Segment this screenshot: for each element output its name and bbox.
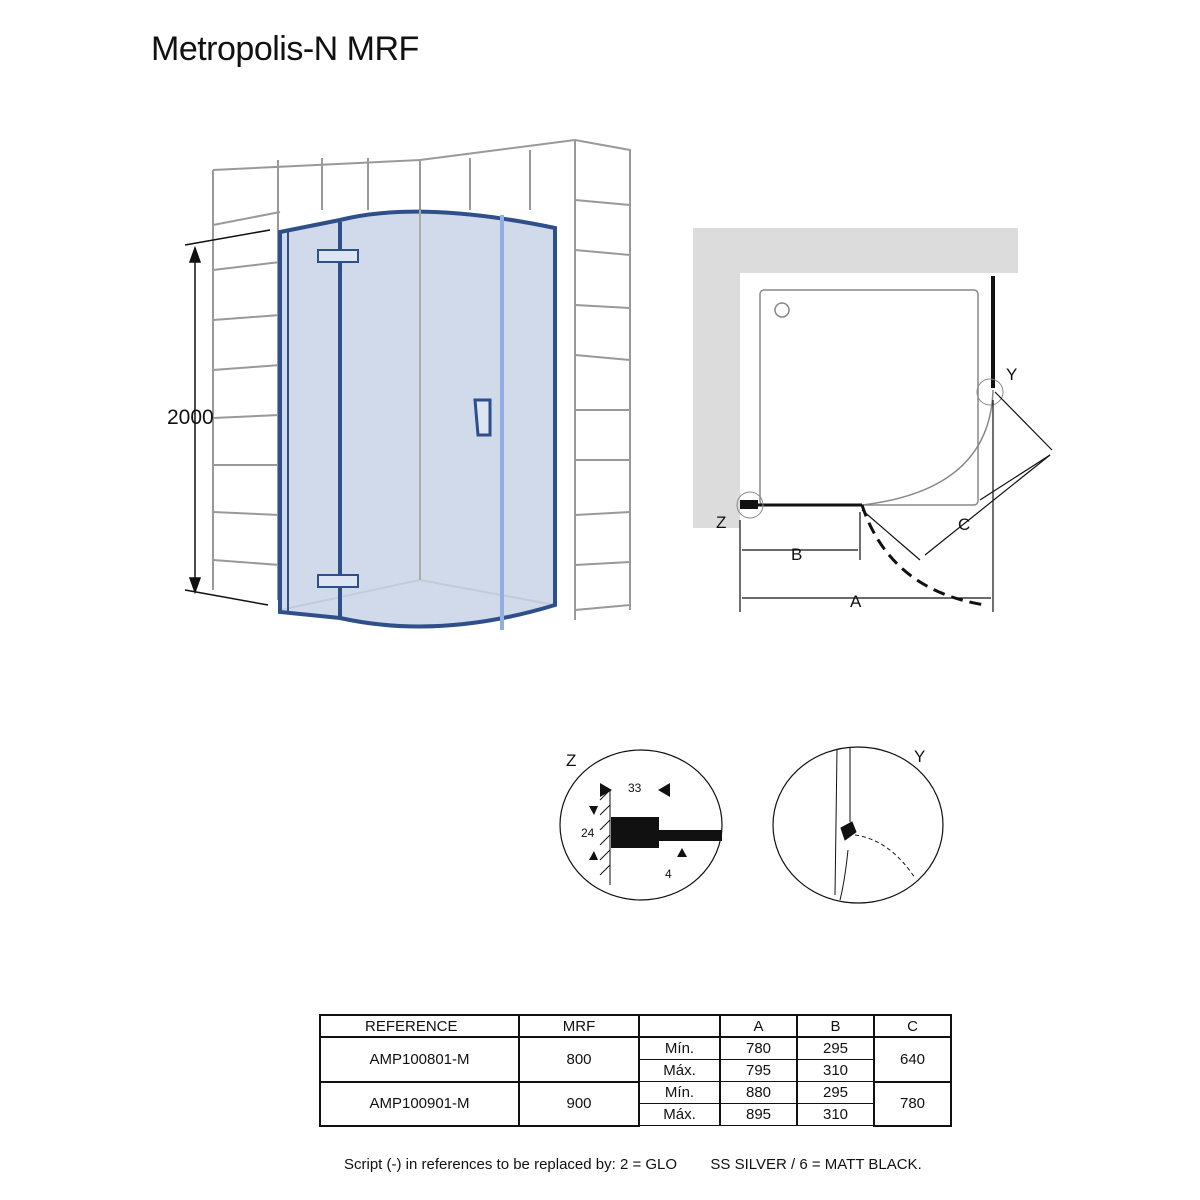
plan-label-z: Z <box>716 513 726 532</box>
header-b: B <box>796 1014 875 1038</box>
lower-hinge <box>317 574 359 588</box>
header-a: A <box>719 1014 798 1038</box>
height-label: 2000 <box>167 406 214 429</box>
detail-z-label: Z <box>566 751 576 770</box>
cell-a-min: 780 <box>719 1036 798 1060</box>
cell-c: 640 <box>873 1036 952 1083</box>
cell-reference: AMP100801-M <box>319 1036 520 1083</box>
cell-a-max: 795 <box>719 1059 798 1082</box>
cell-a-min: 880 <box>719 1081 798 1104</box>
height-dimension <box>184 229 271 606</box>
header-mrf: MRF <box>518 1014 640 1038</box>
cell-mrf: 900 <box>518 1080 640 1127</box>
detail-y <box>772 746 944 904</box>
detail-z-glass: 4 <box>665 867 672 881</box>
shower-enclosure <box>278 209 557 630</box>
cell-max-label: Máx. <box>638 1059 721 1082</box>
plan-label-c: C <box>958 515 970 534</box>
cell-mrf: 800 <box>518 1036 640 1083</box>
cell-b-min: 295 <box>796 1036 875 1060</box>
detail-z-width: 33 <box>628 781 642 795</box>
detail-z <box>559 749 723 901</box>
table-row: Máx. 895 310 <box>320 1103 951 1126</box>
cell-max-label: Máx. <box>638 1103 721 1126</box>
cell-b-min: 295 <box>796 1081 875 1104</box>
cell-a-max: 895 <box>719 1103 798 1126</box>
plan-label-y: Y <box>1006 365 1017 384</box>
cell-b-max: 310 <box>796 1059 875 1082</box>
dimensions-table: REFERENCE MRF A B C AMP100801-M 800 Mín.… <box>319 1014 952 1127</box>
cell-c: 780 <box>873 1080 952 1127</box>
header-c: C <box>873 1014 952 1038</box>
cell-b-max: 310 <box>796 1103 875 1126</box>
cell-reference: AMP100901-M <box>319 1080 520 1127</box>
table-row: Máx. 795 310 <box>320 1059 951 1082</box>
cell-min-label: Mín. <box>638 1081 721 1104</box>
page-title: Metropolis-N MRF <box>151 30 419 68</box>
detail-z-height: 24 <box>581 826 595 840</box>
plan-label-a: A <box>850 592 862 611</box>
header-blank <box>638 1014 721 1038</box>
cell-min-label: Mín. <box>638 1036 721 1060</box>
header-reference: REFERENCE <box>319 1014 520 1038</box>
footnote: Script (-) in references to be replaced … <box>344 1156 922 1173</box>
table-row: AMP100901-M 900 Mín. 880 295 780 <box>319 1080 952 1127</box>
plan-view <box>693 228 1053 612</box>
door-handle <box>473 398 492 437</box>
upper-hinge <box>317 249 359 263</box>
detail-y-label: Y <box>914 747 925 766</box>
plan-label-b: B <box>791 545 802 564</box>
table-row: AMP100801-M 800 Mín. 780 295 640 <box>319 1036 952 1083</box>
